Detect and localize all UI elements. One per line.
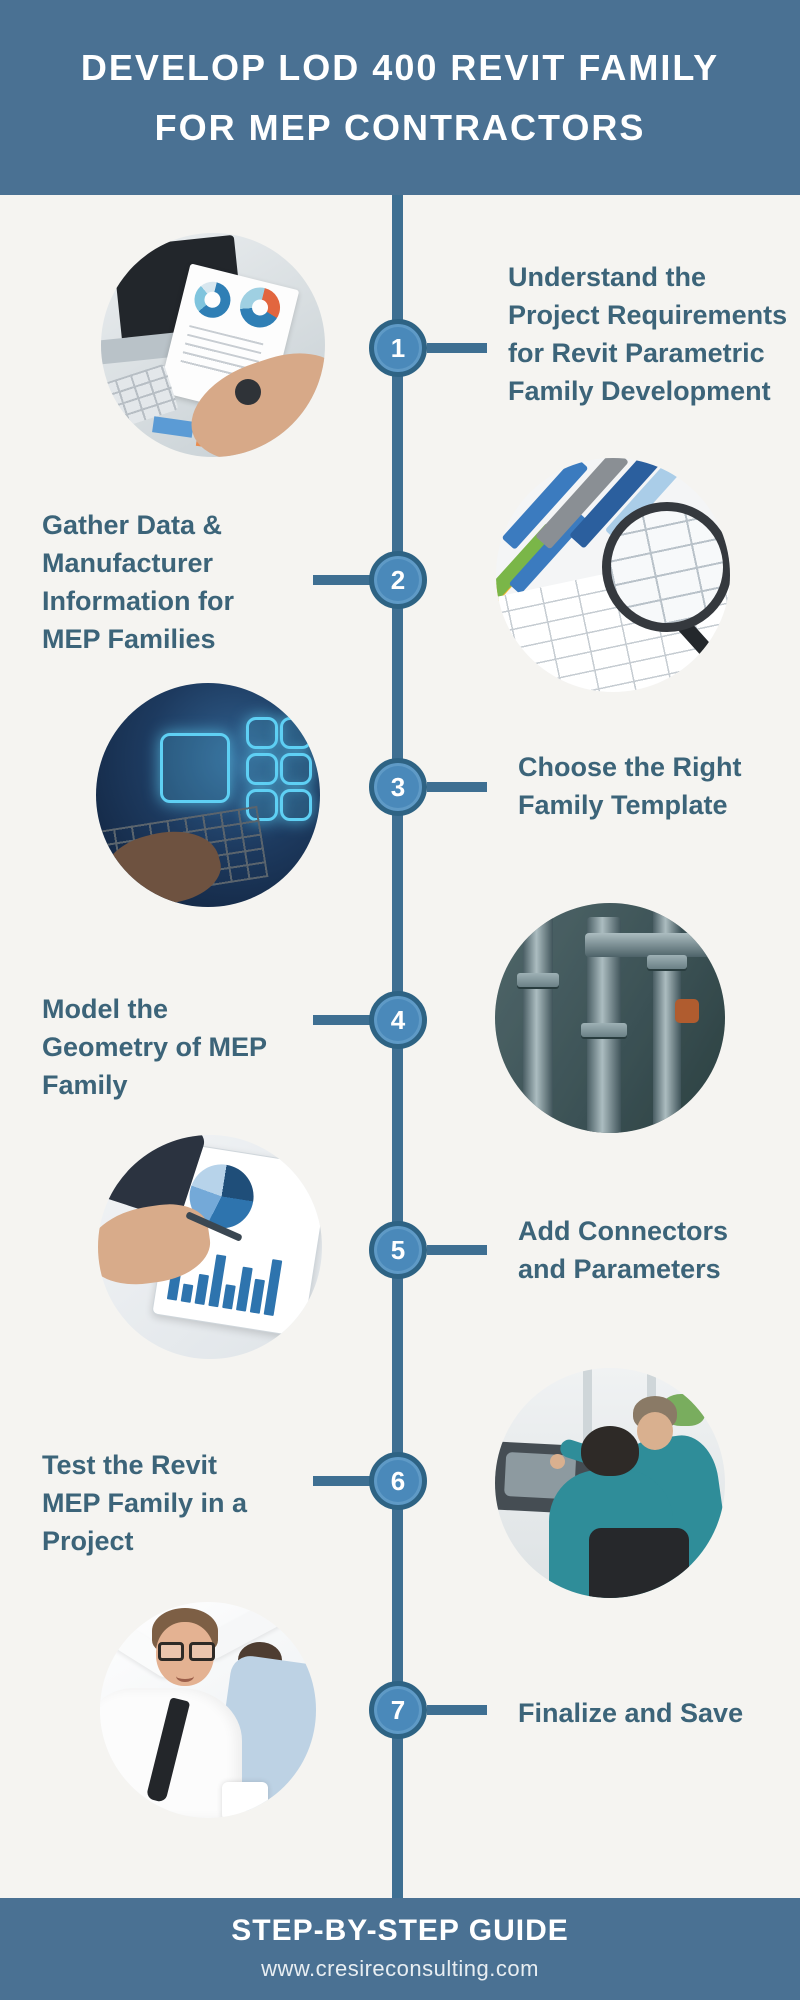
step-4-connector (313, 1015, 373, 1025)
step-2-connector (313, 575, 373, 585)
wristwatch-shape (235, 379, 261, 405)
step-1-label-line: Family Development (508, 376, 771, 406)
step-4-marker: 4 (369, 991, 427, 1049)
pipe-flange-shape (581, 1023, 627, 1037)
step-3-photo (96, 683, 320, 907)
step-5-label-line: and Parameters (518, 1254, 721, 1284)
step-4-label-line: Geometry of MEP (42, 1032, 268, 1062)
step-7-photo (100, 1602, 316, 1818)
footer-website: www.cresireconsulting.com (261, 1956, 539, 1981)
step-7-label: Finalize and Save (518, 1694, 798, 1732)
pipe-shape (585, 933, 725, 957)
mug-shape (222, 1782, 268, 1818)
step-3-label-line: Choose the Right (518, 752, 742, 782)
smile-shape (176, 1670, 194, 1682)
donut-hole (250, 297, 270, 318)
chart-swatch-shape (152, 416, 194, 438)
pipe-shape (523, 903, 553, 1133)
window-frame-shape (583, 1368, 592, 1498)
step-4-number: 4 (390, 1004, 406, 1035)
bar (263, 1259, 283, 1317)
step-6-marker: 6 (369, 1452, 427, 1510)
donut-hole (202, 290, 223, 310)
step-1-number: 1 (390, 332, 406, 363)
step-1-photo (101, 233, 325, 457)
step-1-label-line: for Revit Parametric (508, 338, 765, 368)
footer: STEP-BY-STEP GUIDE www.cresireconsulting… (0, 1898, 800, 2000)
step-5-marker: 5 (369, 1221, 427, 1279)
holographic-panel-shape (160, 733, 230, 803)
step-2-photo (496, 458, 730, 692)
step-6-label-line: Test the Revit (42, 1450, 218, 1480)
step-2-marker: 2 (369, 551, 427, 609)
step-2-label-line: Information for (42, 586, 234, 616)
holographic-panel-shape (246, 717, 278, 749)
step-5-label: Add Connectors and Parameters (518, 1212, 798, 1288)
glasses-shape (158, 1642, 215, 1661)
step-3-marker: 3 (369, 758, 427, 816)
step-1-label-line: Understand the (508, 262, 707, 292)
holographic-panel-shape (280, 717, 312, 749)
glasses-lens (158, 1642, 184, 1661)
step-3-label-line: Family Template (518, 790, 728, 820)
glasses-lens (189, 1642, 215, 1661)
step-6-number: 6 (390, 1465, 406, 1496)
page-title-line-2: FOR MEP CONTRACTORS (154, 107, 646, 148)
header: DEVELOP LOD 400 REVIT FAMILY FOR MEP CON… (0, 0, 800, 195)
step-2-label-line: Gather Data & (42, 510, 223, 540)
step-4-photo (495, 903, 725, 1133)
step-2-number: 2 (390, 564, 406, 595)
pipe-flange-shape (647, 955, 687, 969)
step-6-connector (313, 1476, 373, 1486)
step-3-number: 3 (390, 771, 406, 802)
holographic-panel-shape (246, 753, 278, 785)
bar (222, 1284, 236, 1310)
step-1-label: Understand the Project Requirements for … (508, 258, 800, 410)
step-1-marker: 1 (369, 319, 427, 377)
step-5-number: 5 (390, 1234, 406, 1265)
bar (249, 1278, 265, 1314)
donut-chart-shape (190, 277, 235, 322)
donut-chart-shape (235, 283, 285, 332)
hand-shape (550, 1454, 565, 1469)
bar (180, 1283, 194, 1303)
step-4-label: Model the Geometry of MEP Family (42, 990, 342, 1104)
step-5-label-line: Add Connectors (518, 1216, 729, 1246)
step-5-photo (98, 1135, 322, 1359)
page-title-line-1: DEVELOP LOD 400 REVIT FAMILY (80, 47, 720, 88)
step-4-label-line: Family (42, 1070, 128, 1100)
valve-shape (675, 999, 699, 1023)
step-6-label-line: Project (42, 1526, 134, 1556)
step-6-label-line: MEP Family in a (42, 1488, 248, 1518)
bar (194, 1273, 210, 1306)
step-7-label-line: Finalize and Save (518, 1698, 744, 1728)
pipe-flange-shape (517, 973, 559, 987)
holographic-panel-shape (280, 753, 312, 785)
office-chair-shape (589, 1528, 689, 1598)
step-6-label: Test the Revit MEP Family in a Project (42, 1446, 332, 1560)
step-3-label: Choose the Right Family Template (518, 748, 798, 824)
holographic-panel-shape (280, 789, 312, 821)
step-7-number: 7 (390, 1694, 406, 1725)
person-hair-shape (581, 1426, 639, 1476)
step-3-connector (427, 782, 487, 792)
step-4-label-line: Model the (42, 994, 168, 1024)
step-1-label-line: Project Requirements (508, 300, 788, 330)
step-6-photo (495, 1368, 725, 1598)
photo-tint-overlay (495, 903, 725, 1133)
person-face-shape (637, 1412, 673, 1450)
step-2-label-line: MEP Families (42, 624, 216, 654)
step-2-label-line: Manufacturer (42, 548, 214, 578)
footer-title: STEP-BY-STEP GUIDE (231, 1914, 569, 1947)
step-7-connector (427, 1705, 487, 1715)
step-1-connector (427, 343, 487, 353)
step-2-label: Gather Data & Manufacturer Information f… (42, 506, 332, 658)
step-5-connector (427, 1245, 487, 1255)
step-7-marker: 7 (369, 1681, 427, 1739)
